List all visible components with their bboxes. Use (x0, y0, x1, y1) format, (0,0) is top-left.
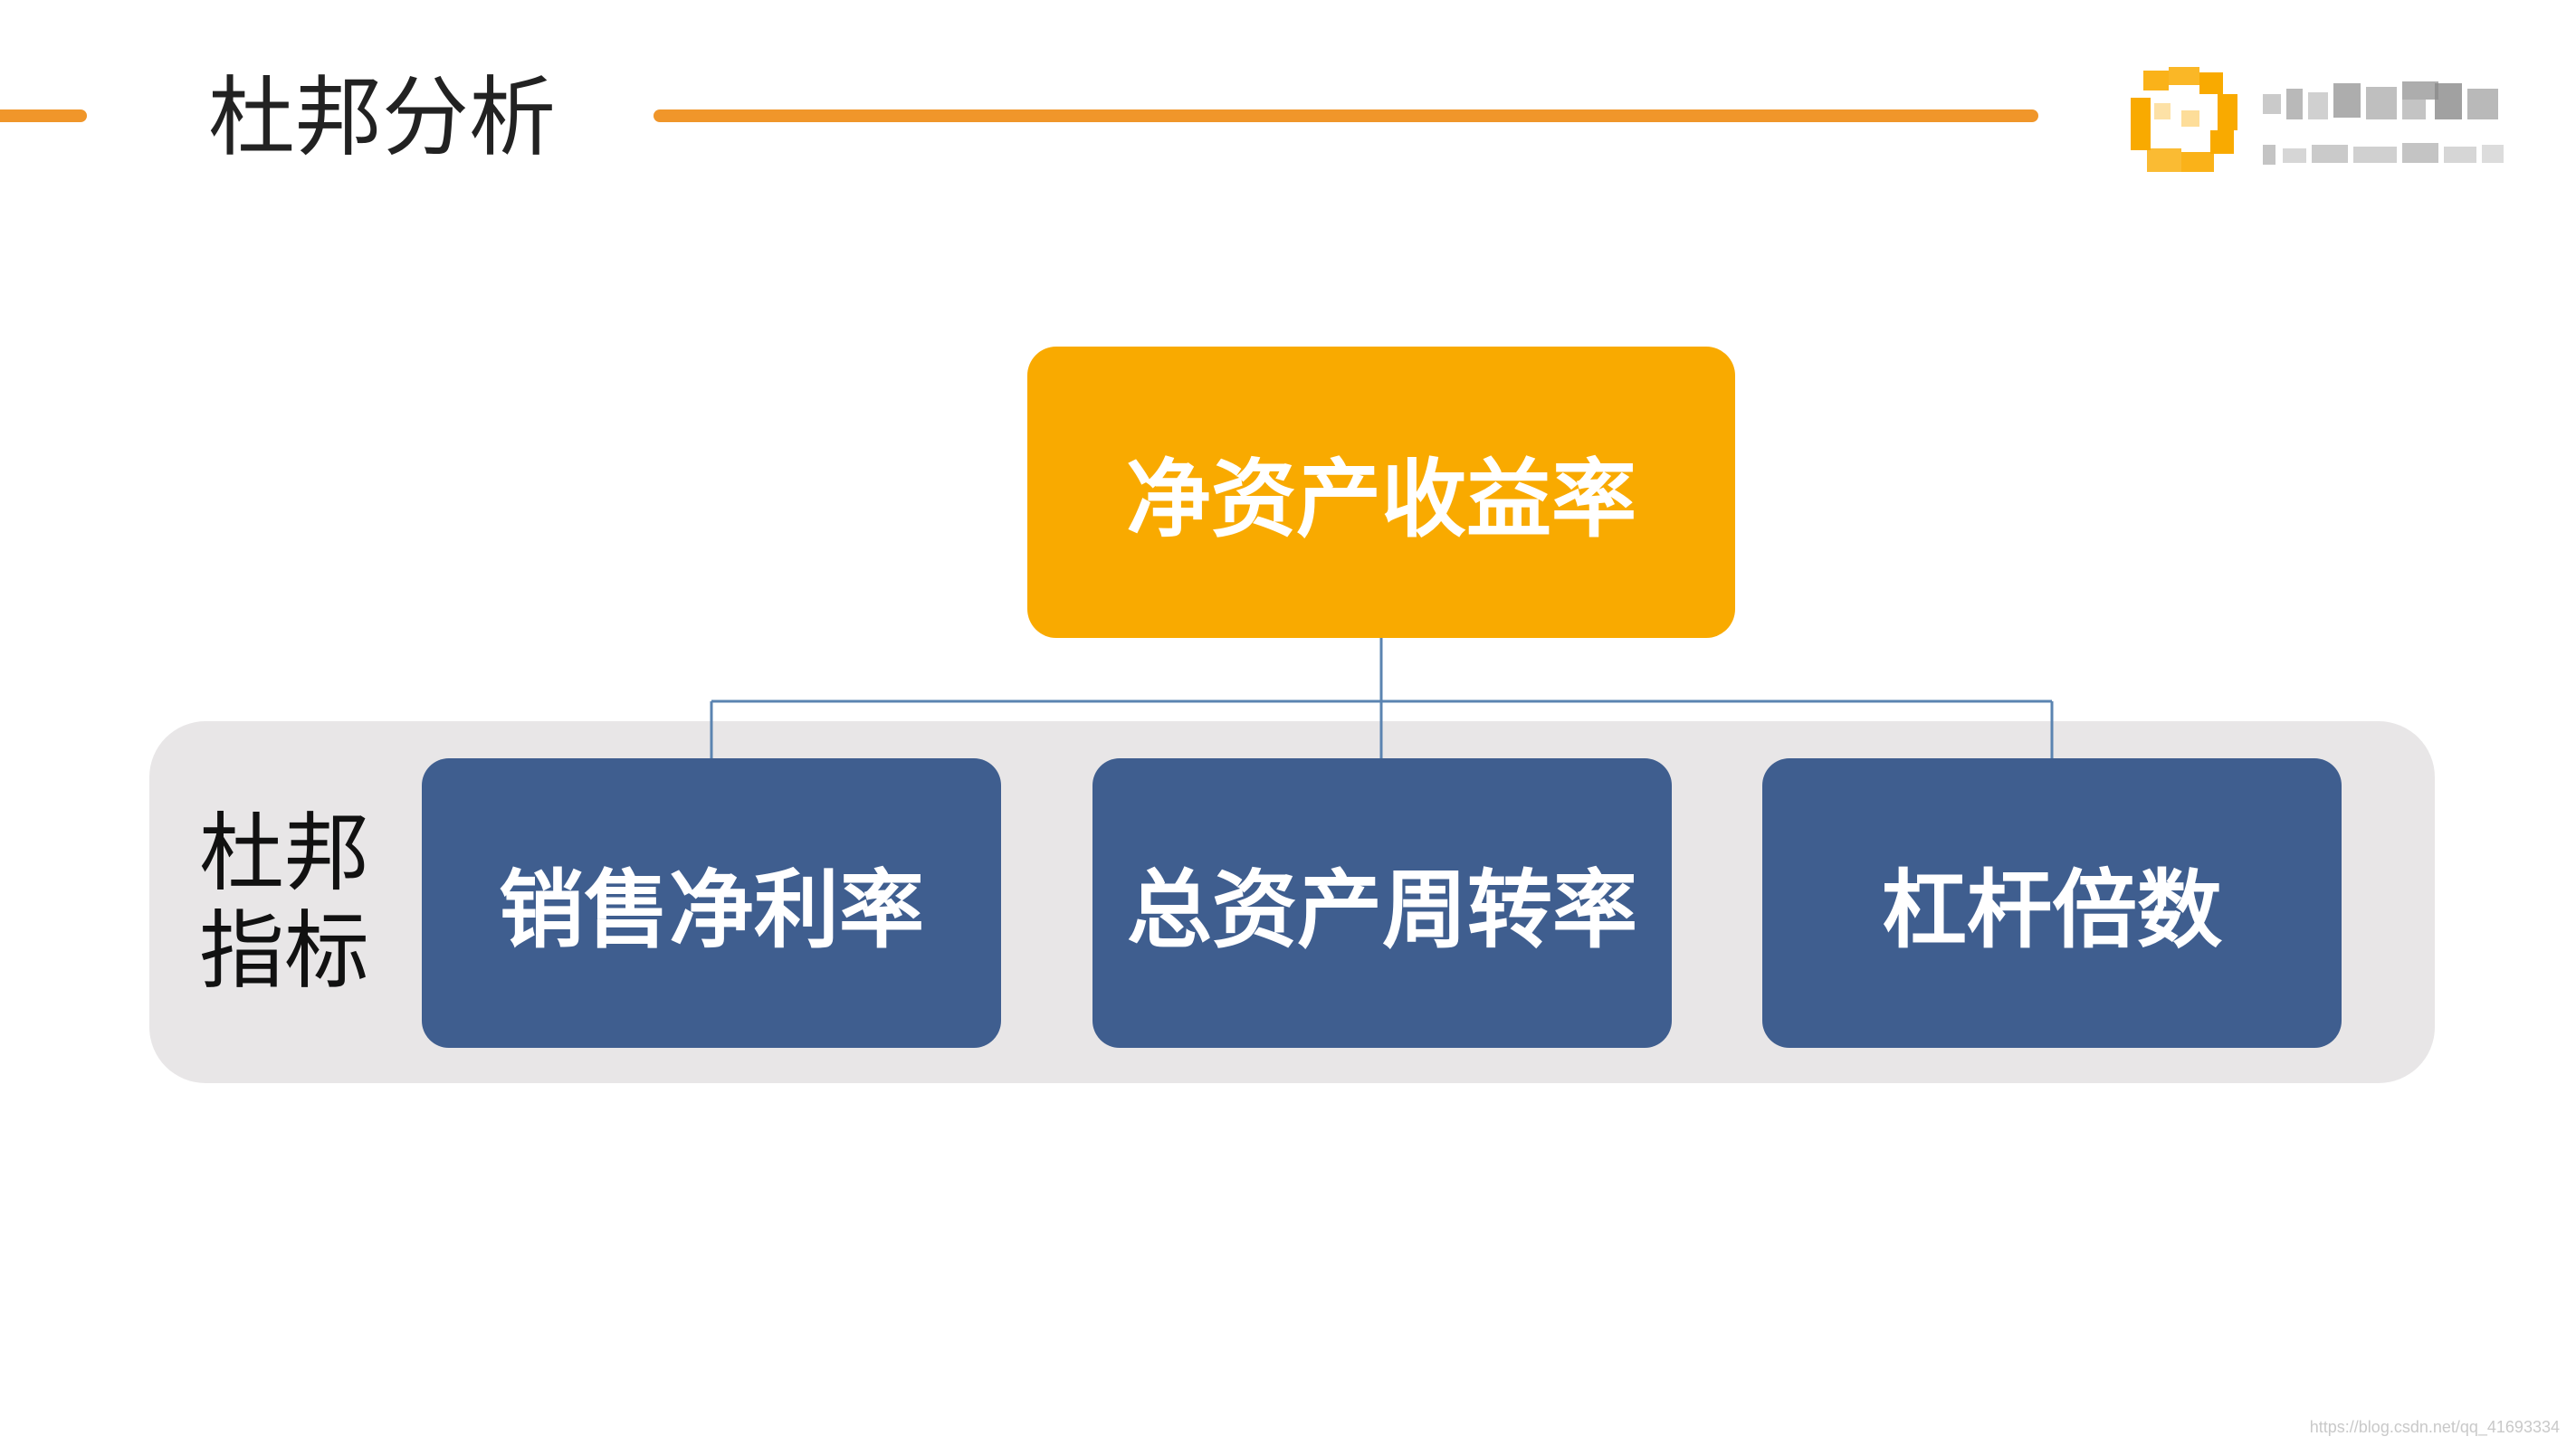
title-accent-line-right (654, 109, 2038, 122)
node-net-profit-margin-label: 销售净利率 (498, 861, 924, 960)
node-leverage-multiplier-label: 杠杆倍数 (1881, 861, 2222, 960)
title-accent-line-left (0, 109, 87, 122)
node-leverage-multiplier: 杠杆倍数 (1762, 758, 2342, 1048)
group-label-line-1: 杜邦 (199, 804, 370, 903)
logo-ring-icon (2131, 67, 2504, 172)
group-label-line-2: 指标 (199, 902, 370, 1001)
group-label: 杜邦 指标 (199, 805, 380, 1001)
node-roe: 净资产收益率 (1027, 347, 1735, 638)
node-asset-turnover: 总资产周转率 (1092, 758, 1672, 1048)
company-logo (2127, 62, 2525, 188)
slide-title: 杜邦分析 (208, 67, 556, 168)
node-net-profit-margin: 销售净利率 (422, 758, 1001, 1048)
node-asset-turnover-label: 总资产周转率 (1126, 861, 1637, 960)
node-roe-label: 净资产收益率 (1125, 451, 1636, 549)
source-watermark: https://blog.csdn.net/qq_41693334 (2309, 1418, 2560, 1436)
